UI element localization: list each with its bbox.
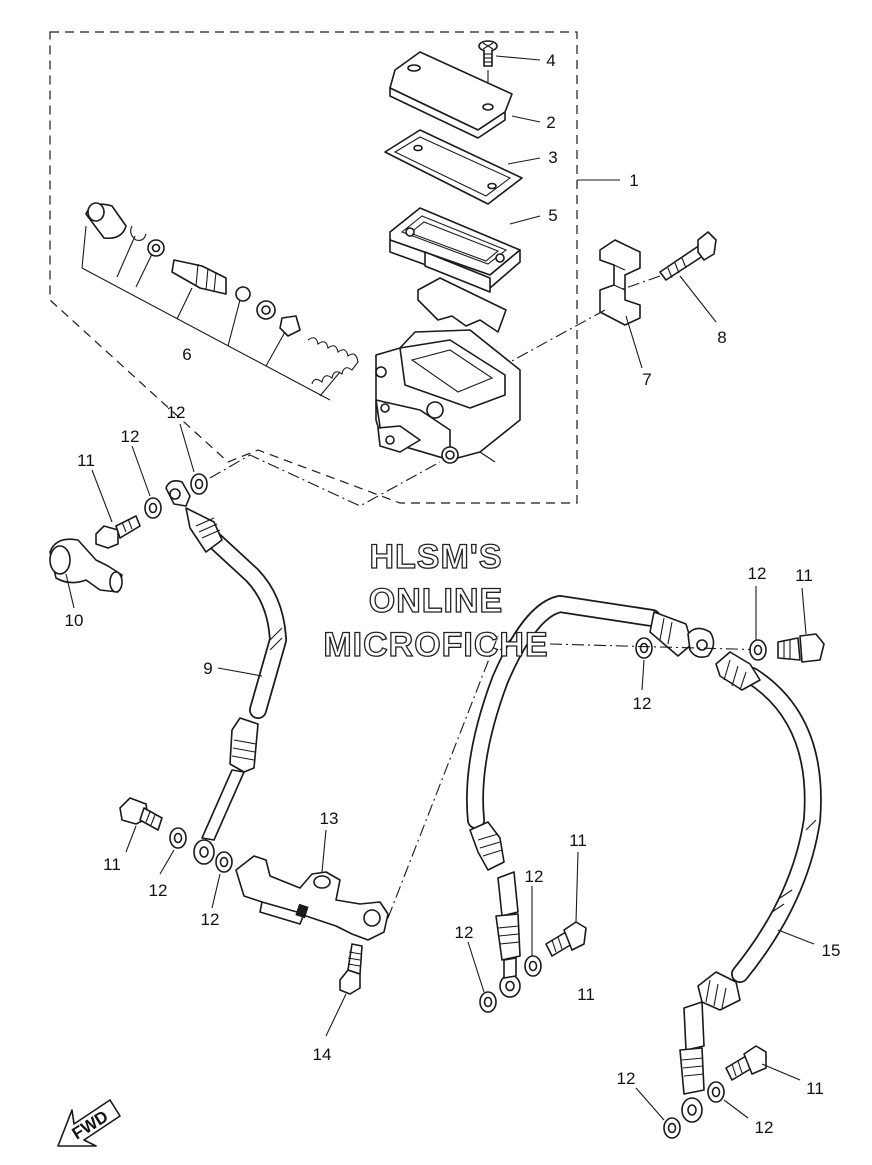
washer-12-h-hole [483,996,493,1008]
callout-1: 1 [629,171,638,190]
callout-13: 13 [320,809,339,828]
callout-11-d: 11 [569,831,587,850]
washer-12-b-hole [194,478,204,490]
washer-12-a-hole [148,502,158,514]
washer-12-d-hole [219,856,229,868]
leader-11d [575,851,579,923]
leader-11c [125,825,137,853]
leader-10 [65,573,75,609]
leader-3 [507,157,541,165]
master-cylinder-body [375,329,521,464]
callout-10: 10 [65,611,84,630]
callout-12-a: 12 [121,427,140,446]
callout-6: 6 [182,345,191,364]
clamp-alignment-line [509,309,606,363]
leader-2 [511,115,541,123]
callout-14: 14 [313,1045,332,1064]
callout-12-i: 12 [617,1069,636,1088]
reservoir-cap-2 [389,51,513,139]
callout-12-b: 12 [167,403,186,422]
washer-12-e-hole [639,642,649,654]
callout-11-f: 11 [577,985,595,1004]
bolt-14 [339,943,363,995]
leader-12i [635,1087,665,1121]
clamp-bolt-8 [619,231,717,291]
callout-11-a: 11 [77,451,95,470]
callout-3: 3 [548,148,557,167]
callout-8: 8 [717,328,726,347]
washer-12-c-hole [173,832,183,844]
callout-7: 7 [642,370,651,389]
hose15-upper-axis [549,643,771,651]
washer-12-g-hole [528,960,538,972]
callout-5: 5 [548,206,557,225]
callout-9: 9 [203,659,212,678]
watermark-line-3: MICROFICHE [323,626,548,664]
washer-12-f-hole [753,644,763,656]
leader-7 [625,315,643,369]
callout-12-h: 12 [455,923,474,942]
callout-12-d: 12 [149,881,168,900]
callout-15: 15 [822,941,841,960]
bolt-11-lower-mid [545,921,587,957]
banjo-connection-line-upper [209,454,441,507]
watermark-line-2: ONLINE [369,582,503,620]
leader-13 [321,829,327,873]
leader-12h [467,941,485,993]
brake-hose-9 [165,480,287,865]
callout-4: 4 [546,51,555,70]
bolt-11-upper [95,515,141,549]
callout-11-b: 11 [795,566,813,585]
diaphragm-plate-3 [384,129,523,205]
leader-12d [211,873,221,909]
leader-5 [509,215,541,225]
brake-hose-15 [466,595,822,1123]
callout-11-e: 11 [806,1079,824,1098]
leader-12b [179,423,195,473]
leader-12c [159,849,175,875]
rubber-boot-10 [49,538,123,593]
assembly-1-boundary [49,31,578,504]
bolt-11-lower-left [119,797,163,831]
callout-12-f: 12 [201,910,220,929]
washer-12-i-hole [667,1122,677,1134]
leader-11b [801,587,807,635]
callout-11-c: 11 [103,855,121,874]
washer-12-j-hole [711,1086,721,1098]
callout-12-j: 12 [755,1118,774,1137]
leader-8 [679,275,717,323]
leader-12j [723,1099,749,1119]
leader-4 [495,55,541,61]
joint-to-hose15-line [387,635,499,919]
bolt-11-lower-right [725,1045,767,1081]
callout-12-g: 12 [633,694,652,713]
callout-12-e: 12 [525,867,544,886]
piston-kit-6 [81,202,359,401]
brake-hose-joint-13 [235,855,389,941]
leader-11e [761,1063,801,1081]
clamp-holder-7 [599,239,641,326]
bolt-11-upper-right [777,633,825,663]
watermark-line-1: HLSM'S [369,538,502,576]
bolt-14-leader [325,993,347,1037]
callout-12-c: 12 [748,564,767,583]
diaphragm-gasket [417,277,507,333]
leader-12f [641,659,645,691]
fwd-arrow-icon: FWD [57,1099,121,1147]
leader-12a [131,445,151,497]
leader-11a [91,469,113,523]
diaphragm-5 [389,207,521,293]
callout-2: 2 [546,113,555,132]
